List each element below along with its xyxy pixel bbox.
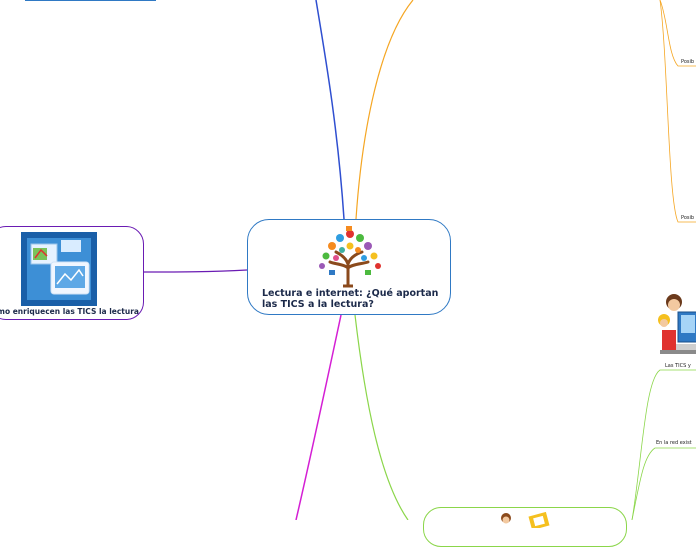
tree-icon — [310, 224, 390, 290]
label-posib-2[interactable]: Posib — [681, 215, 694, 221]
label-las-tics[interactable]: Las TICS y — [665, 363, 691, 369]
link-green — [355, 315, 408, 520]
central-topic[interactable]: Lectura e internet: ¿Qué aportan las TIC… — [247, 219, 451, 315]
link-orange-sub-2 — [660, 0, 696, 222]
central-title: Lectura e internet: ¿Qué aportan las TIC… — [262, 288, 442, 310]
link-orange — [356, 0, 413, 219]
topic-bottom-green[interactable] — [423, 507, 627, 547]
kids-computer-image — [656, 290, 696, 362]
characters-image — [496, 512, 566, 528]
label-en-la-red[interactable]: En la red exist — [656, 440, 692, 446]
link-orange-sub-1 — [660, 0, 696, 66]
label-posib-1[interactable]: Posib — [681, 59, 694, 65]
link-magenta — [296, 315, 341, 520]
link-purple — [144, 270, 247, 272]
link-green-sub-2 — [632, 448, 696, 520]
tablet-image — [21, 232, 97, 306]
topic-enriquecen-label: mo enriquecen las TICS la lectura — [0, 307, 139, 316]
top-node-edge — [25, 0, 156, 1]
topic-enriquecen[interactable]: mo enriquecen las TICS la lectura — [0, 226, 144, 320]
link-blue — [316, 0, 344, 219]
